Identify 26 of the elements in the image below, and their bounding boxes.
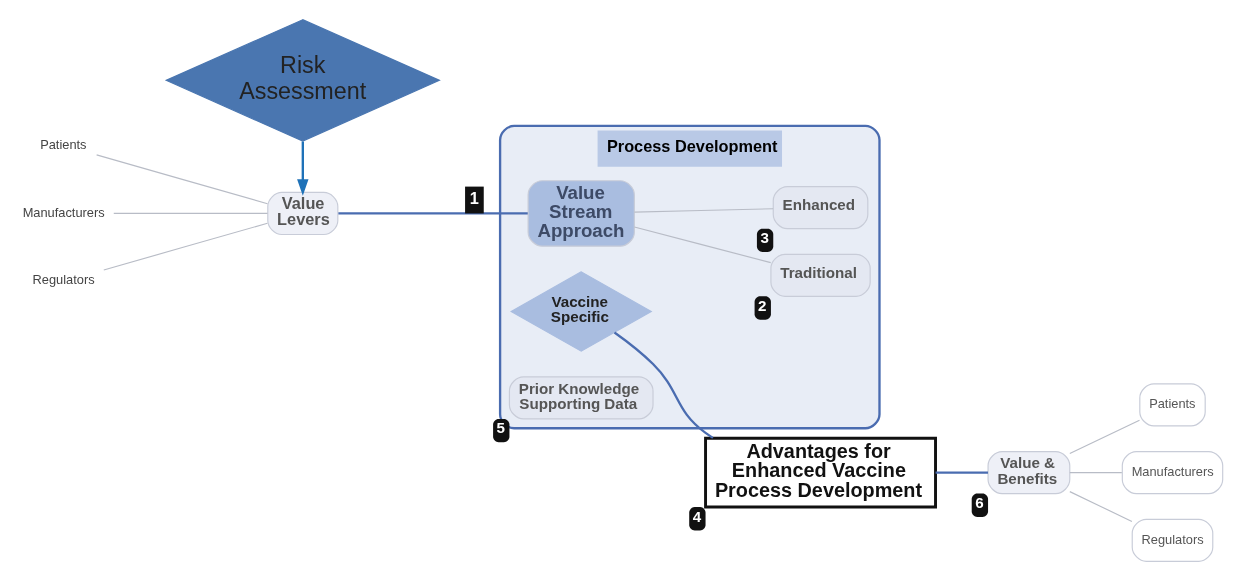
connector — [1069, 419, 1141, 454]
node-box: Manufacturers — [1121, 450, 1224, 494]
connector — [613, 331, 714, 439]
node-diamond: Risk Assessment — [164, 18, 441, 142]
node-text: Manufacturers — [22, 204, 105, 220]
node-text: Patients — [40, 136, 87, 152]
connector — [103, 222, 269, 271]
connector — [338, 211, 528, 215]
connector — [1069, 490, 1133, 522]
arrow — [297, 141, 309, 196]
edge-label: 1 — [469, 188, 479, 207]
node-text: Regulators — [32, 271, 95, 287]
node-box: Value Stream Approach — [527, 179, 635, 247]
node-label: 4 — [692, 507, 702, 525]
connector — [935, 470, 988, 474]
node-box: Regulators — [1131, 518, 1214, 562]
node-label: 2 — [758, 296, 767, 314]
node-diamond: Vaccine Specific — [510, 270, 653, 352]
connector — [633, 207, 774, 213]
node-box: Patients — [1139, 382, 1206, 426]
connector — [1069, 471, 1123, 473]
connector — [113, 212, 269, 214]
node-box: Value Levers — [267, 191, 339, 235]
node-label: 3 — [760, 228, 769, 246]
node-label: 6 — [975, 493, 984, 511]
connector — [96, 153, 269, 204]
